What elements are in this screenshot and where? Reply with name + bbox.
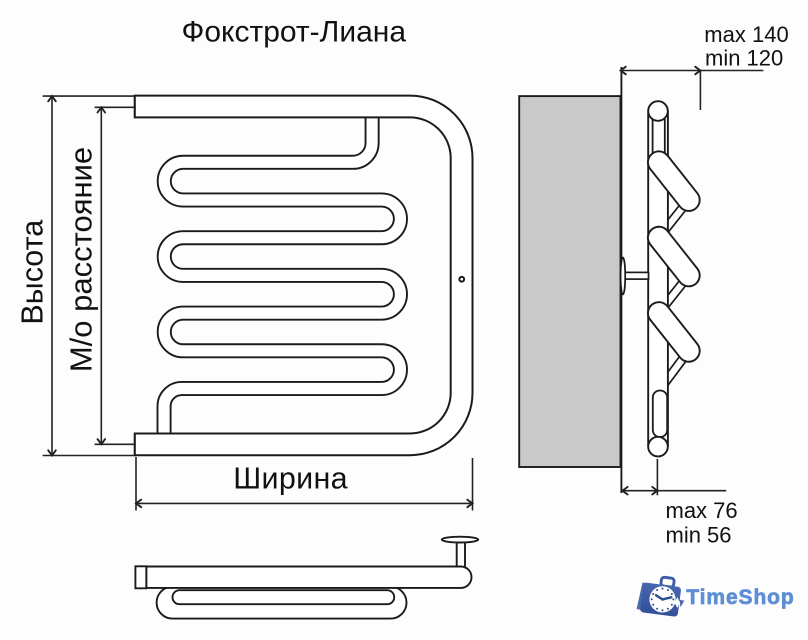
svg-text:Высота: Высота — [16, 220, 50, 325]
svg-text:TimeShop: TimeShop — [686, 586, 794, 609]
svg-text:max 76: max 76 — [666, 498, 738, 523]
svg-text:min 120: min 120 — [705, 45, 783, 70]
svg-text:min 56: min 56 — [666, 523, 732, 548]
svg-text:max 140: max 140 — [704, 22, 788, 47]
svg-text:М/о расстояние: М/о расстояние — [64, 147, 99, 372]
svg-text:Фокстрот-Лиана: Фокстрот-Лиана — [182, 15, 407, 48]
svg-text:Ширина: Ширина — [233, 462, 348, 496]
